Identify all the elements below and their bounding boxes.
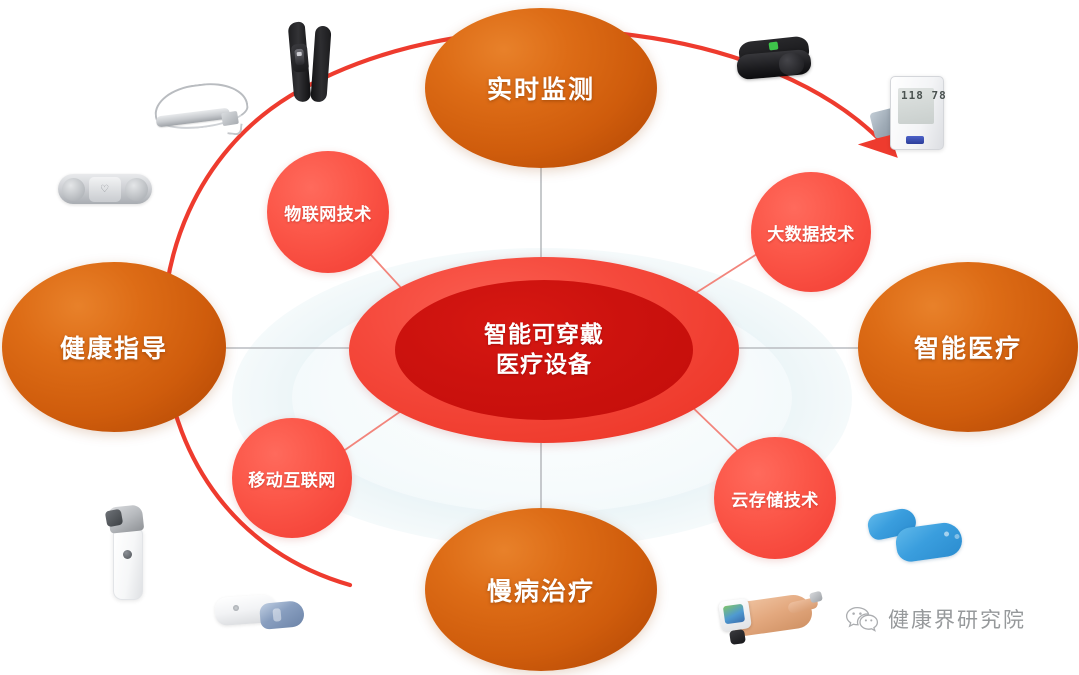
chest-strap-heart-rate-monitor-icon xyxy=(735,35,817,83)
pillar-left[interactable]: 健康指导 xyxy=(2,262,226,432)
portable-nebulizer-icon xyxy=(104,500,149,600)
oral-therapy-device-icon xyxy=(214,588,311,636)
tech-circle-cloud-storage[interactable]: 云存储技术 xyxy=(714,437,836,559)
wrist-monitor-on-hand-icon xyxy=(718,588,828,650)
tech-circle-cloud-storage-label: 云存储技术 xyxy=(731,490,819,510)
pillar-right[interactable]: 智能医疗 xyxy=(858,262,1078,432)
blood-pressure-monitor-icon: 118 78 xyxy=(869,72,948,158)
heart-icon: ♡ xyxy=(100,184,109,195)
tech-circle-iot[interactable]: 物联网技术 xyxy=(267,151,389,273)
smart-glasses-icon xyxy=(150,78,251,140)
watermark-text: 健康界研究院 xyxy=(888,608,1026,632)
ecg-electrode-module-icon: ♡ xyxy=(58,168,152,210)
blood-pressure-reading: 118 78 xyxy=(901,89,947,102)
pillar-left-label: 健康指导 xyxy=(59,335,168,363)
wechat-icon xyxy=(845,606,879,632)
blue-sensor-patches-icon xyxy=(865,505,974,571)
core-node[interactable]: 智能可穿戴 医疗设备 xyxy=(395,280,693,420)
fitness-tracker-band-icon xyxy=(285,21,335,104)
pillar-top-label: 实时监测 xyxy=(486,76,595,104)
pillar-bottom-label: 慢病治疗 xyxy=(486,577,595,606)
tech-circle-iot-label: 物联网技术 xyxy=(284,204,372,224)
tech-circle-bigdata-label: 大数据技术 xyxy=(767,224,855,244)
pillar-bottom[interactable]: 慢病治疗 xyxy=(425,508,657,671)
watermark: 健康界研究院 xyxy=(845,604,1026,634)
tech-circle-mobile-internet-label: 移动互联网 xyxy=(248,470,336,490)
core-label: 智能可穿戴 医疗设备 xyxy=(484,321,604,377)
pillar-right-label: 智能医疗 xyxy=(913,335,1022,363)
pillar-top[interactable]: 实时监测 xyxy=(425,8,657,168)
tech-circle-mobile-internet[interactable]: 移动互联网 xyxy=(232,418,352,538)
tech-circle-bigdata[interactable]: 大数据技术 xyxy=(751,172,871,292)
